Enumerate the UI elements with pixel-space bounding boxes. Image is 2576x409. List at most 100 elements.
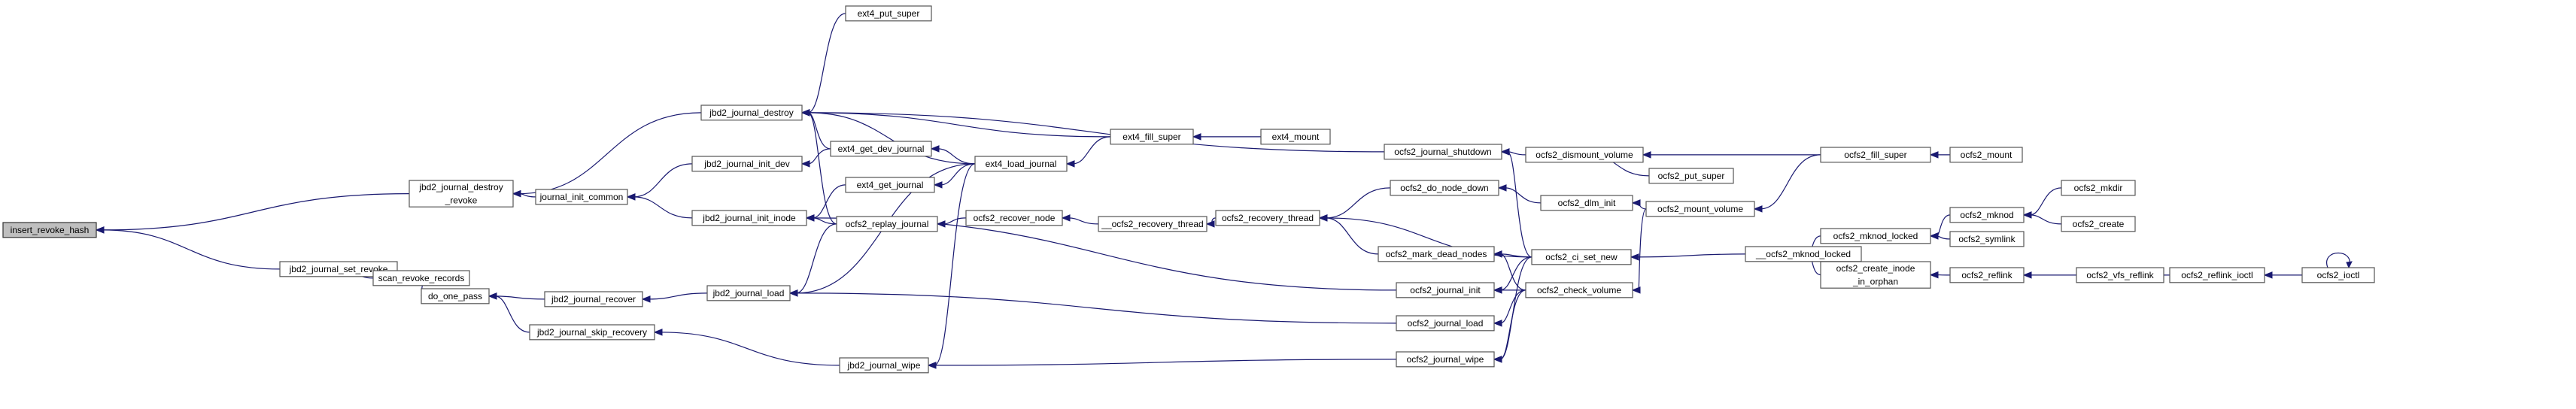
node-ocfs2-mount[interactable]: ocfs2_mount xyxy=(1949,147,2023,163)
node-scan-revoke-records[interactable]: scan_revoke_records xyxy=(372,270,470,286)
node-ocfs2-mknod-locked[interactable]: __ocfs2_mknod_locked xyxy=(1745,246,1862,262)
node-box xyxy=(2061,180,2136,196)
node-box xyxy=(529,324,655,341)
node-ocfs2-journal-load[interactable]: ocfs2_journal_load xyxy=(1396,315,1495,332)
node-label: jbd2_journal_init_inode xyxy=(702,213,796,223)
node-label: ocfs2_reflink_ioctl xyxy=(2181,270,2252,280)
node-ocfs2-dismount-volume[interactable]: ocfs2_dismount_volume xyxy=(1525,147,1644,163)
node-ocfs2-recover-node[interactable]: ocfs2_recover_node xyxy=(965,210,1063,226)
node-label: ocfs2_mknod xyxy=(1960,210,2013,220)
node-ocfs2-recovery-thread[interactable]: __ocfs2_recovery_thread xyxy=(1098,216,1208,232)
node-ocfs2-mknod[interactable]: ocfs2_mknod xyxy=(1949,207,2025,223)
node-ext4-get-dev-journal[interactable]: ext4_get_dev_journal xyxy=(830,141,932,157)
edge-n25-to-n23 xyxy=(1325,187,1391,219)
node-jbd2-journal-set-revoke[interactable]: jbd2_journal_set_revoke xyxy=(279,261,398,277)
node-ocfs2-symlink[interactable]: ocfs2_symlink xyxy=(1949,231,2025,247)
node-jbd2-journal-skip-recovery[interactable]: jbd2_journal_skip_recovery xyxy=(529,324,655,341)
node-ocfs2-check-volume[interactable]: ocfs2_check_volume xyxy=(1525,282,1633,298)
edge-n18-to-n6 xyxy=(807,112,976,165)
node-box xyxy=(691,156,803,172)
node-ocfs2-put-super[interactable]: ocfs2_put_super xyxy=(1648,168,1734,184)
node-ext4-mount[interactable]: ext4_mount xyxy=(1260,129,1331,145)
node-box xyxy=(1820,228,1931,244)
node-box xyxy=(1215,210,1320,226)
node-ocfs2-mknod-locked[interactable]: ocfs2_mknod_locked xyxy=(1820,228,1931,244)
arrowhead xyxy=(1493,320,1502,327)
node-ocfs2-mark-dead-nodes[interactable]: ocfs2_mark_dead_nodes xyxy=(1378,246,1495,262)
edge-n28-to-n12 xyxy=(795,292,1397,324)
node-box xyxy=(1396,315,1495,332)
node-label: ocfs2_recovery_thread xyxy=(1222,213,1314,223)
node-label: jbd2_journal_init_dev xyxy=(703,159,789,169)
node-jbd2-journal-destroy-revoke[interactable]: jbd2_journal_destroy_revoke xyxy=(409,180,514,208)
node-jbd2-journal-wipe[interactable]: jbd2_journal_wipe xyxy=(839,357,929,374)
edge-n16-to-n8 xyxy=(812,184,846,219)
node-label: ocfs2_reflink xyxy=(1961,270,2012,280)
node-box xyxy=(1525,282,1633,298)
edge-n19-to-n17 xyxy=(943,217,967,225)
node-box xyxy=(1260,129,1331,145)
node-box xyxy=(830,141,932,157)
edge-n18-to-n15 xyxy=(937,148,976,165)
edge-n4-to-n2 xyxy=(518,193,536,198)
node-ocfs2-create[interactable]: ocfs2_create xyxy=(2061,216,2136,232)
node-insert-revoke-hash[interactable]: insert_revoke_hash xyxy=(2,222,97,238)
node-box xyxy=(2076,267,2164,283)
edge-n33-to-n26 xyxy=(1499,253,1526,291)
node-jbd2-journal-load[interactable]: jbd2_journal_load xyxy=(706,285,791,301)
arrowhead xyxy=(1493,250,1502,258)
node-box xyxy=(2061,216,2136,232)
node-ocfs2-journal-shutdown[interactable]: ocfs2_journal_shutdown xyxy=(1384,144,1502,160)
node-ocfs2-journal-wipe[interactable]: ocfs2_journal_wipe xyxy=(1396,351,1495,368)
node-ocfs2-reflink[interactable]: ocfs2_reflink xyxy=(1949,267,2025,283)
node-ocfs2-fill-super[interactable]: ocfs2_fill_super xyxy=(1820,147,1931,163)
node-ocfs2-dlm-init[interactable]: ocfs2_dlm_init xyxy=(1540,195,1633,211)
node-label: ocfs2_check_volume xyxy=(1537,285,1621,295)
arrowhead xyxy=(1493,356,1502,363)
node-label: ocfs2_ioctl xyxy=(2317,270,2360,280)
edge-n20-to-n18 xyxy=(1072,136,1111,165)
node-ocfs2-create-inode-in-orphan[interactable]: ocfs2_create_inode_in_orphan xyxy=(1820,261,1931,289)
node-ocfs2-mkdir[interactable]: ocfs2_mkdir xyxy=(2061,180,2136,196)
node-label: ext4_get_journal xyxy=(857,180,924,190)
node-ocfs2-reflink-ioctl[interactable]: ocfs2_reflink_ioctl xyxy=(2169,267,2265,283)
node-jbd2-journal-destroy[interactable]: jbd2_journal_destroy xyxy=(700,105,803,121)
node-ocfs2-journal-init[interactable]: ocfs2_journal_init xyxy=(1396,282,1495,298)
edge-n29-to-n13 xyxy=(934,359,1397,366)
arrowhead xyxy=(1500,148,1510,156)
node-label: insert_revoke_hash xyxy=(11,225,90,235)
arrowhead xyxy=(800,160,810,168)
node-ext4-load-journal[interactable]: ext4_load_journal xyxy=(974,156,1068,172)
node-ocfs2-ioctl[interactable]: ocfs2_ioctl xyxy=(2301,267,2375,283)
node-ext4-put-super[interactable]: ext4_put_super xyxy=(845,5,932,22)
arrowhead xyxy=(927,362,937,369)
node-label: ocfs2_put_super xyxy=(1658,171,1725,181)
edge-n35-to-n33 xyxy=(1638,208,1647,291)
node-ocfs2-ci-set-new[interactable]: ocfs2_ci_set_new xyxy=(1531,249,1632,265)
node-label: ocfs2_fill_super xyxy=(1844,150,1906,160)
node-ocfs2-recovery-thread[interactable]: ocfs2_recovery_thread xyxy=(1215,210,1320,226)
node-journal-init-common[interactable]: journal_init_common xyxy=(535,189,628,205)
node-jbd2-journal-init-inode[interactable]: jbd2_journal_init_inode xyxy=(691,210,807,226)
node-box xyxy=(279,261,398,277)
node-box xyxy=(845,5,932,22)
node-do-one-pass[interactable]: do_one_pass xyxy=(421,288,490,304)
node-ext4-get-journal[interactable]: ext4_get_journal xyxy=(845,177,935,193)
node-box xyxy=(2,222,97,238)
node-ocfs2-vfs-reflink[interactable]: ocfs2_vfs_reflink xyxy=(2076,267,2164,283)
node-label: ext4_mount xyxy=(1272,132,1320,142)
arrowhead xyxy=(626,193,636,201)
node-ocfs2-replay-journal[interactable]: ocfs2_replay_journal xyxy=(836,216,938,232)
node-label: ocfs2_ci_set_new xyxy=(1545,252,1618,262)
edge-n22-to-n19 xyxy=(1068,217,1099,225)
node-label: __ocfs2_recovery_thread xyxy=(1101,219,1203,229)
node-jbd2-journal-recover[interactable]: jbd2_journal_recover xyxy=(544,291,643,308)
node-ocfs2-mount-volume[interactable]: ocfs2_mount_volume xyxy=(1645,201,1755,217)
node-label: ocfs2_mkdir xyxy=(2074,183,2123,193)
node-jbd2-journal-init-dev[interactable]: jbd2_journal_init_dev xyxy=(691,156,803,172)
node-ocfs2-do-node-down[interactable]: ocfs2_do_node_down xyxy=(1390,180,1499,196)
node-ext4-fill-super[interactable]: ext4_fill_super xyxy=(1110,129,1194,145)
edge-n3-to-n1 xyxy=(102,229,281,270)
arrowhead xyxy=(1318,214,1328,222)
node-label: scan_revoke_records xyxy=(378,273,465,283)
